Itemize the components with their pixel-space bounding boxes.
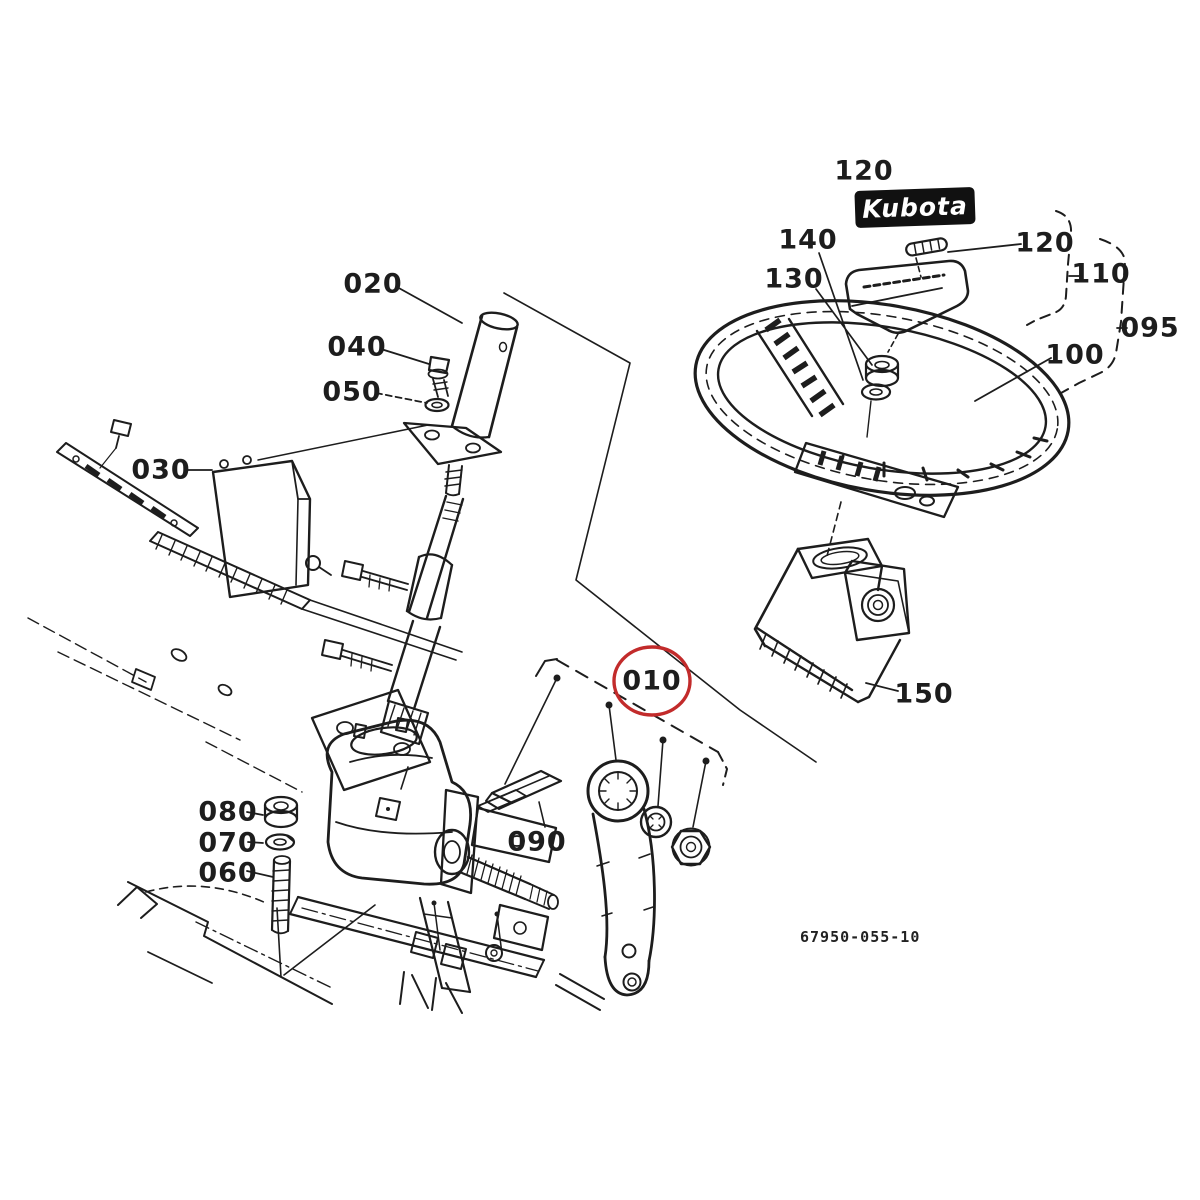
- steering-wheel: [693, 299, 1071, 557]
- wheel-washer-140: [860, 383, 892, 401]
- dash-panel-strips: [27, 419, 463, 793]
- callout-080[interactable]: 080: [198, 796, 258, 828]
- highlight-circle: [612, 645, 692, 717]
- hub-plate: [793, 441, 960, 519]
- callout-130[interactable]: 130: [764, 263, 824, 295]
- washer-070: [264, 833, 296, 851]
- wheel-center-pad: [844, 257, 970, 353]
- steering-column-tube: [450, 311, 519, 439]
- washer-050: [424, 397, 450, 413]
- callout-060[interactable]: 060: [198, 857, 258, 889]
- group-brackets: [1026, 210, 1128, 394]
- callout-150[interactable]: 150: [894, 678, 954, 710]
- emblem-pin: [905, 237, 948, 257]
- callout-010-highlighted[interactable]: 010: [622, 665, 682, 697]
- shroud-vents: [759, 633, 848, 699]
- chassis-frame: [117, 881, 605, 1014]
- clamp-bolt-upper: [341, 560, 409, 592]
- nut-010: [670, 827, 712, 867]
- callout-095[interactable]: 095: [1120, 312, 1180, 344]
- steering-shaft: [310, 494, 465, 792]
- column-flange-plate: [402, 421, 503, 497]
- firewall-panel-outline: [503, 292, 817, 763]
- pitman-arm: [586, 759, 656, 997]
- callout-leaders: [246, 243, 1052, 878]
- callout-050[interactable]: 050: [322, 376, 382, 408]
- upper-spoke: [755, 317, 845, 418]
- key-plate-090: [477, 769, 563, 828]
- washer-010: [639, 805, 673, 839]
- bolt-040: [427, 355, 451, 398]
- steering-column-shroud: [753, 537, 911, 704]
- callout-020[interactable]: 020: [343, 268, 403, 300]
- wheel-nut-130: [864, 354, 900, 388]
- hub-slots: [817, 450, 882, 482]
- callout-010-pointer: [504, 658, 728, 828]
- callout-040[interactable]: 040: [327, 331, 387, 363]
- key-switch: [843, 559, 911, 642]
- callout-120-top[interactable]: 120: [834, 155, 894, 187]
- steering-gearbox: [325, 717, 559, 955]
- callout-100[interactable]: 100: [1045, 339, 1105, 371]
- stud-060: [270, 855, 292, 935]
- callout-030[interactable]: 030: [131, 454, 191, 486]
- drawing-number: 67950-055-10: [800, 928, 921, 946]
- upper-spoke-slots: [764, 317, 836, 418]
- panel-cover-030: [187, 424, 429, 599]
- clamp-bolt-lower: [321, 639, 393, 672]
- callout-120-right[interactable]: 120: [1015, 227, 1075, 259]
- callout-070[interactable]: 070: [198, 827, 258, 859]
- callout-140[interactable]: 140: [778, 224, 838, 256]
- gearbox-bracket: [439, 788, 558, 895]
- nut-080: [263, 795, 299, 829]
- callout-090[interactable]: 090: [507, 826, 567, 858]
- callout-110[interactable]: 110: [1071, 258, 1131, 290]
- column-mount-plate: [310, 688, 432, 792]
- kubota-logo: Kubota: [854, 186, 976, 229]
- rim-grip-ticks: [837, 436, 1049, 482]
